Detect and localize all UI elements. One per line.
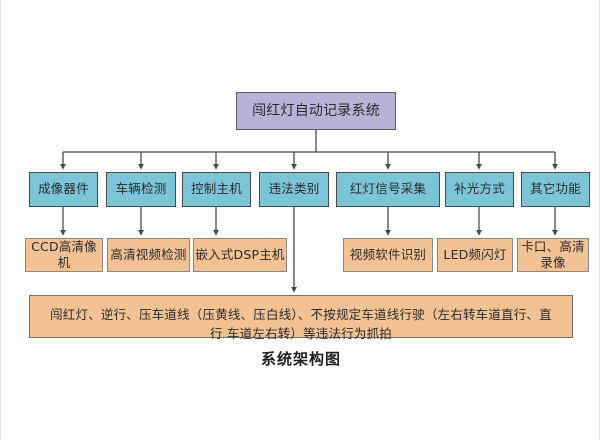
node-embedded-dsp-host[interactable]: 嵌入式DSP主机 <box>193 238 287 272</box>
node-imaging-device[interactable]: 成像器件 <box>29 172 98 207</box>
node-violation-category[interactable]: 违法类别 <box>259 172 329 207</box>
node-vehicle-detection[interactable]: 车辆检测 <box>106 172 176 207</box>
node-control-host[interactable]: 控制主机 <box>182 172 251 207</box>
summary-line-2: 车道左右转）等违法行为抓拍 <box>226 326 392 342</box>
node-red-light-signal-collection[interactable]: 红灯信号采集 <box>336 172 440 207</box>
summary-line-1: 闯红灯、逆行、压车道线（压黄线、压白线）、不按规定车道线行驶（左右转车道直行、直… <box>50 307 552 342</box>
node-fill-light-method[interactable]: 补光方式 <box>445 172 514 207</box>
node-hd-video-detection[interactable]: 高清视频检测 <box>107 238 190 272</box>
node-checkpoint-hd-recording[interactable]: 卡口、高清录像 <box>517 238 589 272</box>
node-led-strobe-light[interactable]: LED频闪灯 <box>437 238 513 272</box>
node-root-system[interactable]: 闯红灯自动记录系统 <box>236 92 396 130</box>
diagram-caption: 系统架构图 <box>260 350 341 368</box>
node-violation-summary[interactable]: 闯红灯、逆行、压车道线（压黄线、压白线）、不按规定车道线行驶（左右转车道直行、直… <box>29 295 573 342</box>
node-video-software-recognition[interactable]: 视频软件识别 <box>343 238 433 272</box>
node-ccd-hd-camera[interactable]: CCD高清像机 <box>25 238 103 272</box>
node-other-functions[interactable]: 其它功能 <box>521 172 590 207</box>
